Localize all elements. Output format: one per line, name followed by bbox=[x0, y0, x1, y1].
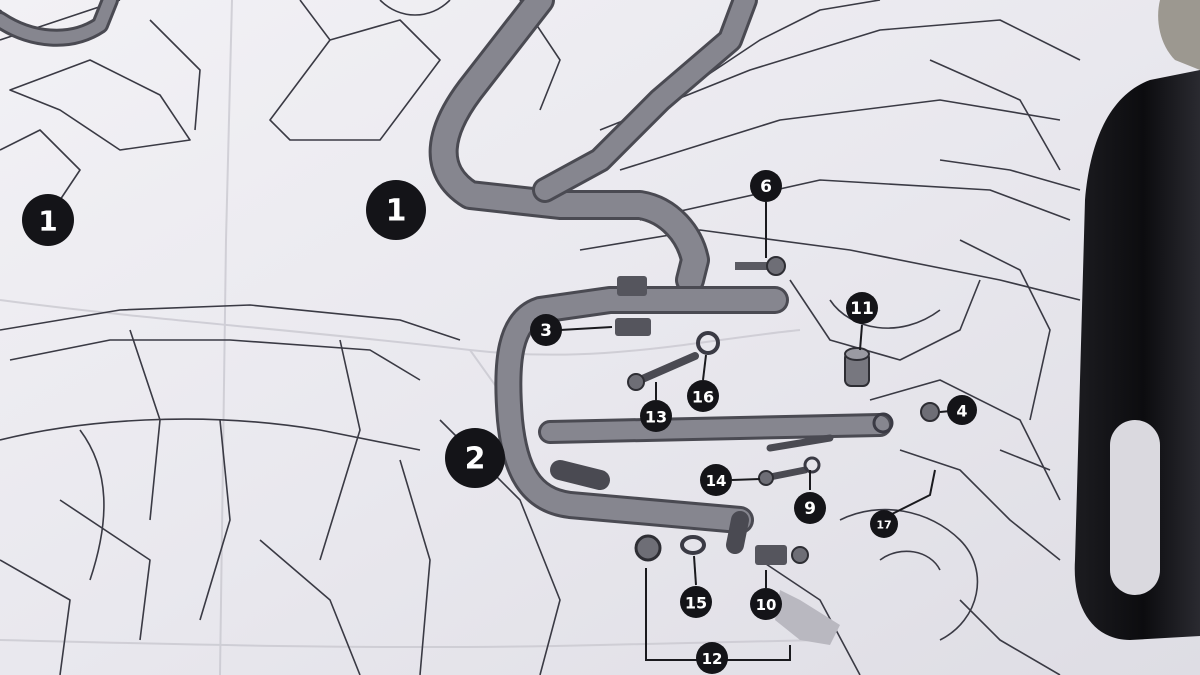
callout-number: 1 bbox=[386, 194, 407, 229]
callout-number: 16 bbox=[692, 388, 714, 407]
washer-15 bbox=[680, 535, 706, 555]
callout-12: 12 bbox=[696, 642, 728, 674]
part-10 bbox=[755, 545, 787, 565]
callout-circle bbox=[696, 642, 728, 674]
callout-number: 3 bbox=[540, 321, 552, 341]
callout-circle bbox=[700, 464, 732, 496]
black-bracket bbox=[1074, 0, 1200, 640]
bolt-14 bbox=[758, 470, 774, 486]
callout-circle bbox=[366, 180, 426, 240]
hardware-parts bbox=[615, 256, 940, 565]
callout-16: 16 bbox=[687, 380, 719, 412]
bolt-6 bbox=[735, 262, 773, 270]
callout-circle bbox=[687, 380, 719, 412]
callout-1: 1 bbox=[22, 194, 74, 246]
callout-circle bbox=[640, 400, 672, 432]
callout-4: 4 bbox=[947, 395, 977, 425]
nut-4 bbox=[920, 402, 940, 422]
callout-circle bbox=[846, 292, 878, 324]
bolt-13 bbox=[636, 352, 699, 384]
bolt-13-head bbox=[627, 373, 645, 391]
callout-number: 1 bbox=[38, 205, 57, 238]
callout-number: 11 bbox=[850, 299, 874, 319]
bracket-slot bbox=[1110, 420, 1160, 595]
callout-number: 12 bbox=[702, 650, 723, 668]
nut-12 bbox=[634, 534, 662, 562]
callout-circle bbox=[870, 510, 898, 538]
clamp-3 bbox=[615, 318, 651, 336]
callout-number: 10 bbox=[756, 596, 777, 614]
callout-circle bbox=[445, 428, 505, 488]
callout-circle bbox=[794, 492, 826, 524]
callout-circle bbox=[530, 314, 562, 346]
callout-number: 4 bbox=[956, 402, 967, 421]
paper-tear bbox=[775, 590, 840, 645]
callout-2: 2 bbox=[445, 428, 505, 488]
leader-lines bbox=[559, 202, 963, 661]
callout-number: 2 bbox=[465, 442, 486, 477]
background-object bbox=[1158, 0, 1200, 70]
callout-number: 15 bbox=[685, 594, 707, 613]
callout-circle bbox=[22, 194, 74, 246]
callout-13: 13 bbox=[640, 400, 672, 432]
callout-6: 6 bbox=[750, 170, 782, 202]
callout-14: 14 bbox=[700, 464, 732, 496]
callout-number: 6 bbox=[760, 177, 772, 197]
washer-9 bbox=[803, 456, 821, 474]
callout-3: 3 bbox=[530, 314, 562, 346]
callout-number: 13 bbox=[645, 408, 667, 427]
callout-15: 15 bbox=[680, 586, 712, 618]
bolt-6-head bbox=[766, 256, 786, 276]
callout-number: 9 bbox=[804, 499, 816, 519]
callout-number: 17 bbox=[876, 519, 891, 532]
clamp-top bbox=[617, 276, 647, 296]
callout-11: 11 bbox=[846, 292, 878, 324]
callout-circle bbox=[750, 170, 782, 202]
callout-10: 10 bbox=[750, 588, 782, 620]
crash-bar-lower bbox=[494, 286, 892, 554]
callout-circle bbox=[680, 586, 712, 618]
callout-circle bbox=[750, 588, 782, 620]
callout-9: 9 bbox=[794, 492, 826, 524]
callout-17: 17 bbox=[870, 510, 898, 538]
callout-number: 14 bbox=[706, 472, 727, 490]
crash-bar-upper bbox=[0, 0, 758, 295]
callout-1: 1 bbox=[366, 180, 426, 240]
callout-circle bbox=[947, 395, 977, 425]
washer-16 bbox=[696, 331, 720, 355]
